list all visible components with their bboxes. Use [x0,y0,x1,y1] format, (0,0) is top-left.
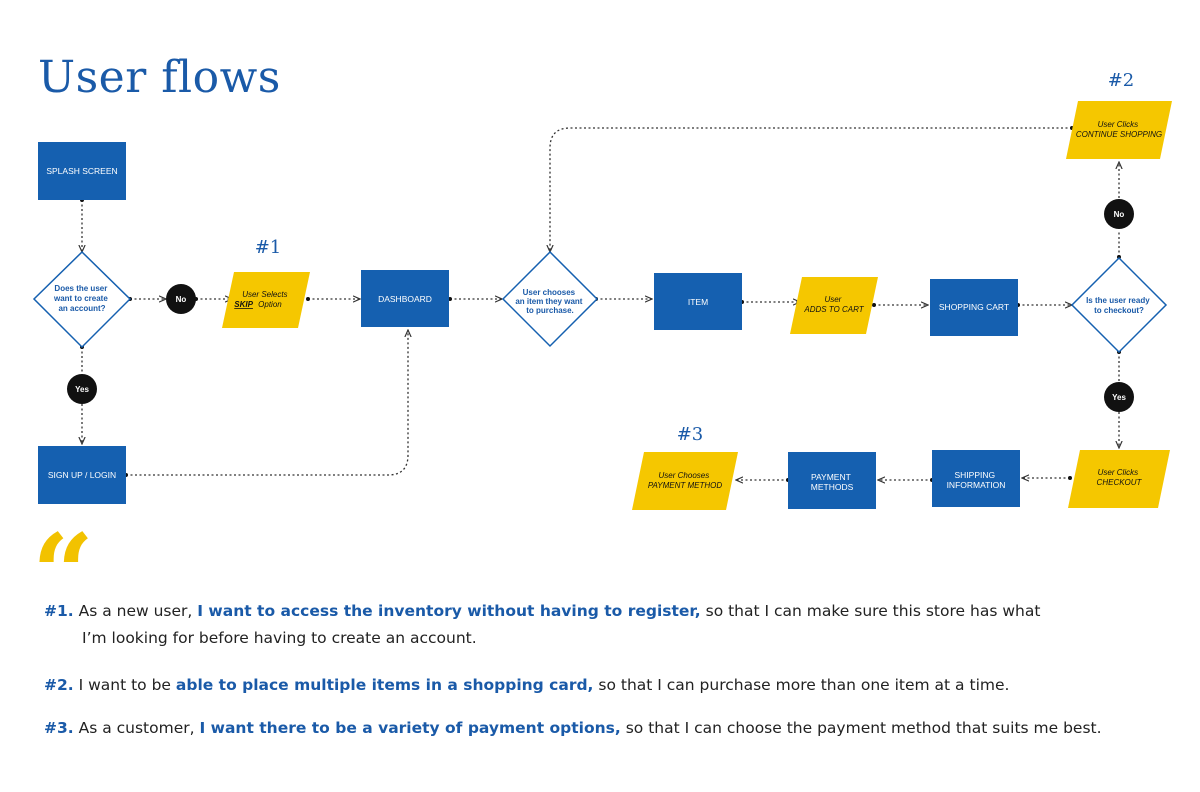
add-cart-line-1: User [824,295,841,304]
story-3-pre: As a customer, [73,719,200,737]
svg-text:Is the user ready to che: Is the user ready to checkout? [1086,296,1152,315]
connector-continue-to-choice [550,127,1072,252]
svg-text:User Chooses PAYMENT MET: User Chooses PAYMENT METHOD [648,471,723,490]
connectors [82,127,1119,480]
continue-line-2: CONTINUE SHOPPING [1076,130,1162,139]
story-1-highlight: I want to access the inventory without h… [197,602,701,620]
node-adds-to-cart: User ADDS TO CART [790,277,878,334]
svg-text:User Selects SKIP: User Selects SKIP Option [234,290,290,309]
node-shipping-information: SHIPPING INFORMATION [932,450,1020,507]
decision-ready-checkout: Is the user ready to checkout? [1070,256,1168,354]
decision-choose-item: User chooses an item they want to purcha… [501,250,599,348]
node-item: ITEM [654,273,742,330]
node-checkout: User Clicks CHECKOUT [1068,450,1170,508]
story-2-pre: I want to be [73,676,176,694]
skip-line-1: User Selects [242,290,287,299]
story-2-post: so that I can purchase more than one ite… [593,676,1010,694]
checkout-line-1: User Clicks [1098,468,1138,477]
label-number-3: #3 [677,424,704,445]
splash-label: SPLASH SCREEN [46,166,117,176]
story-1-pre: As a new user, [73,602,198,620]
no-label-1: No [176,295,187,304]
svg-text:PAYMENT METHODS: PAYMENT METHODS [811,472,854,492]
no-badge-checkout: No [1104,199,1134,229]
skip-keyword: SKIP [234,300,253,309]
q-account-line-3: an account? [58,304,105,313]
story-2-tag: #2. [44,676,74,694]
yes-badge-checkout: Yes [1104,382,1134,412]
svg-text:Does the user want to cr: Does the user want to create an account? [53,284,110,313]
user-story-3: #3. As a customer, I want there to be a … [44,715,1184,742]
add-cart-line-2: ADDS TO CART [803,305,864,314]
story-2-highlight: able to place multiple items in a shoppi… [175,676,594,694]
node-signup-login: SIGN UP / LOGIN [38,446,126,504]
yes-badge-account: Yes [67,374,97,404]
payment-methods-line-1: PAYMENT [811,472,851,482]
q-item-line-2: an item they want [515,297,582,306]
user-flow-diagram: SPLASH SCREEN Does the user want to crea… [32,70,1172,510]
story-1-continuation: I’m looking for before having to create … [82,629,477,647]
payment-methods-line-2: METHODS [811,482,854,492]
user-story-1: #1. As a new user, I want to access the … [44,598,1124,652]
node-skip-option: User Selects SKIP Option [222,272,310,328]
dashboard-label: DASHBOARD [378,294,432,304]
q-ready-line-1: Is the user ready [1086,296,1150,305]
shipping-line-1: SHIPPING [955,470,996,480]
node-splash-screen: SPLASH SCREEN [38,142,126,200]
user-story-2: #2. I want to be able to place multiple … [44,672,1144,699]
skip-line-2: Option [258,300,282,309]
story-3-tag: #3. [44,719,74,737]
no-label-2: No [1114,210,1125,219]
q-ready-line-2: to checkout? [1094,306,1144,315]
shipping-line-2: INFORMATION [947,480,1006,490]
node-shopping-cart: SHOPPING CART [930,279,1018,336]
q-account-line-1: Does the user [54,284,107,293]
story-1-post: so that I can make sure this store has w… [700,602,1041,620]
q-account-line-2: want to create [53,294,108,303]
label-number-2: #2 [1108,70,1135,91]
svg-text:SHIPPING INFORMATION: SHIPPING INFORMATION [947,470,1006,490]
quote-mark-icon: “ [32,511,95,637]
yes-label-2: Yes [1112,393,1126,402]
story-3-post: so that I can choose the payment method … [620,719,1102,737]
shopping-cart-label: SHOPPING CART [939,302,1009,312]
label-number-1: #1 [255,237,282,258]
item-label: ITEM [688,297,708,307]
signup-label: SIGN UP / LOGIN [48,470,116,480]
svg-text:User ADDS TO CART: User ADDS TO CART [803,295,864,314]
choose-payment-line-2: PAYMENT METHOD [648,481,723,490]
svg-text:User Clicks CONTINUE SHO: User Clicks CONTINUE SHOPPING [1076,120,1162,139]
checkout-line-2: CHECKOUT [1097,478,1143,487]
node-continue-shopping: User Clicks CONTINUE SHOPPING [1066,101,1172,159]
q-item-line-1: User chooses [523,288,576,297]
story-3-highlight: I want there to be a variety of payment … [199,719,621,737]
q-item-line-3: to purchase. [526,306,574,315]
page-title: User flows [38,52,281,103]
svg-text:User chooses an item the: User chooses an item they want to purcha… [515,288,584,315]
continue-line-1: User Clicks [1098,120,1138,129]
story-1-tag: #1. [44,602,74,620]
no-badge-account: No [166,284,196,314]
node-payment-methods: PAYMENT METHODS [788,452,876,509]
choose-payment-line-1: User Chooses [659,471,710,480]
node-choose-payment-method: User Chooses PAYMENT METHOD [632,452,738,510]
decision-create-account: Does the user want to create an account? [32,250,132,349]
yes-label-1: Yes [75,385,89,394]
svg-text:User Clicks CHECKOUT: User Clicks CHECKOUT [1097,468,1143,487]
node-dashboard: DASHBOARD [361,270,449,327]
connector-signup-to-dashboard [126,330,408,476]
